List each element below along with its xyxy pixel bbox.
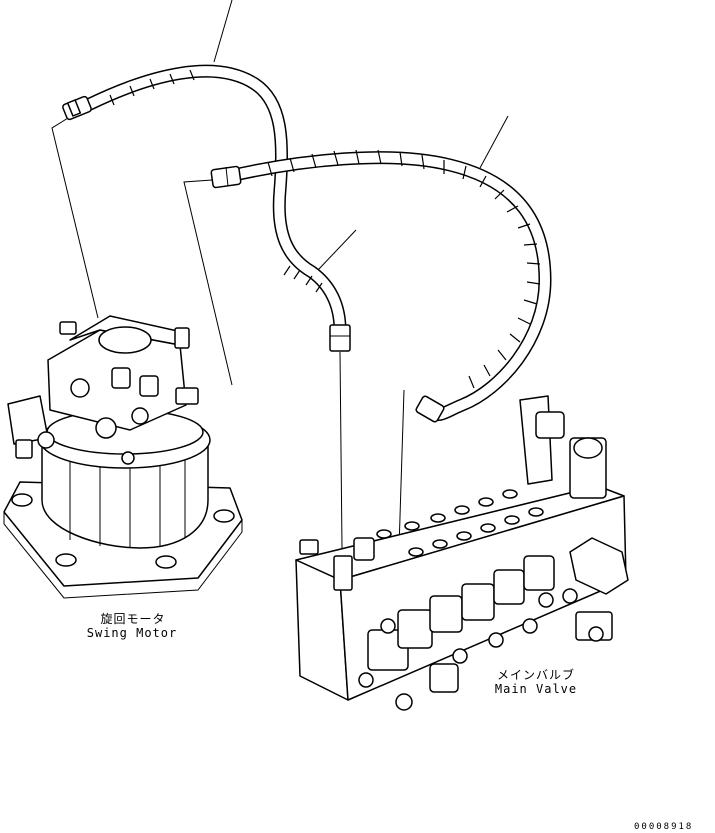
main-valve bbox=[295, 395, 629, 711]
swing-motor bbox=[3, 315, 243, 599]
hose-spiral bbox=[210, 149, 552, 423]
main-valve-label-jp: メインバルブ bbox=[496, 668, 575, 682]
swing-motor-label-en: Swing Motor bbox=[86, 626, 178, 640]
leader-lines bbox=[51, 0, 509, 581]
swing-motor-label-jp: 旋回モータ bbox=[100, 612, 166, 626]
drawing-code: 00008918 bbox=[634, 822, 694, 832]
main-valve-label-en: Main Valve bbox=[494, 682, 578, 696]
hose-upper bbox=[62, 64, 351, 352]
